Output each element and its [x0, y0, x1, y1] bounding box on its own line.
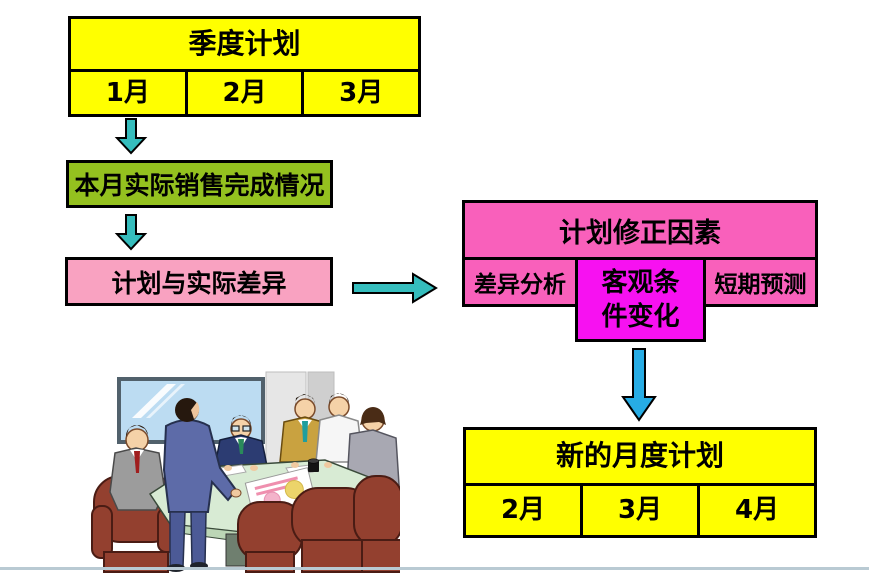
quarter-plan-title: 季度计划 — [71, 19, 418, 69]
actual-sales-label: 本月实际销售完成情况 — [74, 171, 325, 200]
actual-sales-box: 本月实际销售完成情况 — [66, 160, 333, 208]
new-plan-title: 新的月度计划 — [466, 430, 814, 483]
variance-analysis-label: 差异分析 — [474, 272, 566, 298]
objective-conditions-cell: 客观条 件变化 — [575, 257, 706, 342]
down-arrow-icon — [114, 118, 148, 155]
quarter-plan-table: 季度计划 1月 2月 3月 — [68, 16, 421, 117]
variance-analysis-cell: 差异分析 — [462, 257, 578, 307]
down-arrow-icon — [114, 214, 148, 251]
quarter-month-3: 3月 — [304, 72, 418, 114]
business-meeting-illustration — [91, 371, 400, 573]
new-plan-month-1: 2月 — [466, 486, 580, 535]
slide-bottom-divider — [0, 567, 869, 570]
correction-factors-title: 计划修正因素 — [559, 217, 721, 249]
new-plan-month-2: 3月 — [583, 486, 697, 535]
plan-actual-diff-label: 计划与实际差异 — [111, 268, 287, 298]
correction-factors-title-cell: 计划修正因素 — [462, 200, 818, 260]
right-arrow-icon — [352, 272, 438, 304]
plan-actual-diff-box: 计划与实际差异 — [65, 257, 333, 306]
down-arrow-icon — [621, 348, 657, 422]
objective-conditions-line2: 件变化 — [601, 301, 680, 332]
short-term-forecast-label: 短期预测 — [714, 272, 807, 298]
objective-conditions-line1: 客观条 — [601, 267, 680, 298]
seated-person-center — [214, 415, 268, 467]
new-monthly-plan-table: 新的月度计划 2月 3月 4月 — [463, 427, 817, 538]
standing-person — [162, 398, 242, 572]
new-plan-month-3: 4月 — [700, 486, 814, 535]
front-chairs — [237, 475, 400, 573]
quarter-month-1: 1月 — [71, 72, 185, 114]
short-term-forecast-cell: 短期预测 — [703, 257, 818, 307]
quarter-month-2: 2月 — [187, 72, 302, 114]
